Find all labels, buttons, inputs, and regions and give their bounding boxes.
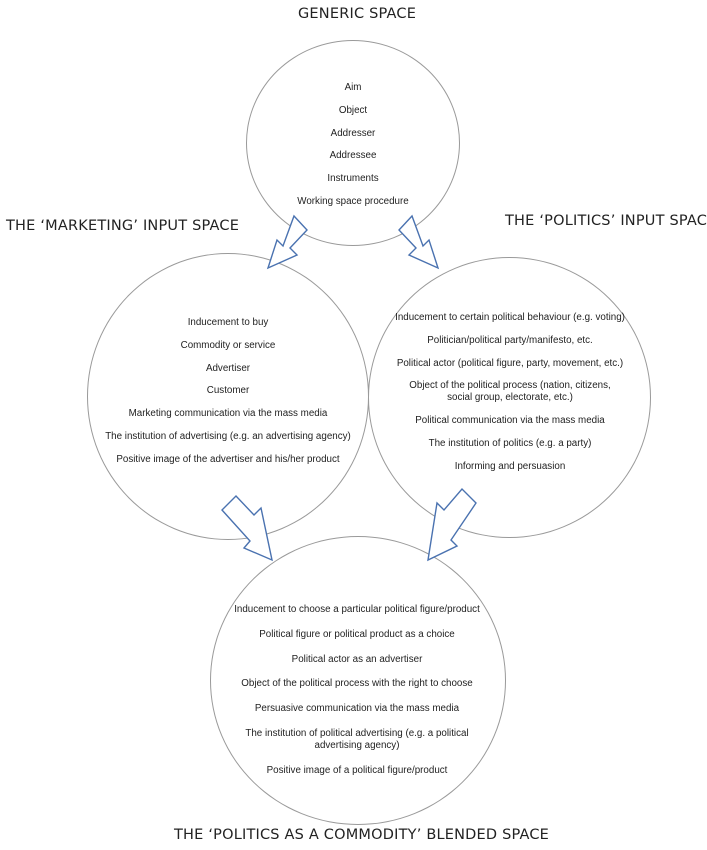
generic-space-items: Aim Object Addresser Addressee Instrumen… (278, 77, 428, 214)
marketing-space-items: Inducement to buy Commodity or service A… (90, 312, 366, 472)
marketing-item: Positive image of the advertiser and his… (116, 453, 340, 465)
generic-item: Object (338, 104, 368, 116)
arrow-generic-to-politics (398, 214, 440, 270)
blended-item: Inducement to choose a particular politi… (234, 604, 480, 615)
marketing-item: Marketing communication via the mass med… (128, 408, 328, 420)
blended-item: Persuasive communication via the mass me… (254, 703, 460, 715)
blended-space-circle (210, 536, 506, 825)
marketing-space-title: THE ‘MARKETING’ INPUT SPACE (6, 218, 240, 234)
marketing-item: Advertiser (205, 362, 251, 374)
generic-space-circle (246, 40, 460, 246)
politics-space-items: Inducement to certain political behaviou… (390, 312, 630, 473)
politics-item: Object of the political process (nation,… (409, 380, 611, 404)
blended-item: Political actor as an advertiser (291, 653, 423, 665)
arrow-generic-to-marketing (266, 214, 308, 270)
generic-item: Instruments (327, 173, 379, 185)
generic-item: Aim (344, 82, 362, 93)
marketing-item: Commodity or service (180, 339, 276, 351)
blended-item: Positive image of a political figure/pro… (266, 764, 448, 776)
blended-space-title: THE ‘POLITICS AS A COMMODITY’ BLENDED SP… (174, 827, 550, 843)
politics-item: The institution of politics (e.g. a part… (428, 437, 592, 449)
politics-item: Political communication via the mass med… (415, 415, 605, 427)
marketing-item: The institution of advertising (e.g. an … (105, 430, 351, 442)
arrow-marketing-to-blended (221, 494, 273, 562)
marketing-item: Inducement to buy (187, 317, 269, 328)
arrow-politics-to-blended (427, 487, 477, 562)
generic-item: Working space procedure (297, 195, 409, 207)
politics-item: Informing and persuasion (454, 460, 566, 472)
politics-space-circle (368, 257, 651, 538)
blended-item: Political figure or political product as… (259, 628, 455, 640)
blended-item: Object of the political process with the… (241, 678, 473, 690)
politics-space-title: THE ‘POLITICS’ INPUT SPACE (505, 213, 707, 229)
blended-item: The institution of political advertising… (245, 727, 469, 751)
politics-item: Inducement to certain political behaviou… (395, 312, 625, 323)
politics-item: Political actor (political figure, party… (396, 357, 624, 369)
generic-item: Addressee (329, 150, 377, 162)
generic-item: Addresser (330, 127, 376, 139)
generic-space-title: GENERIC SPACE (298, 6, 417, 22)
marketing-item: Customer (206, 385, 250, 397)
blended-space-items: Inducement to choose a particular politi… (222, 604, 492, 777)
politics-item: Politician/political party/manifesto, et… (427, 334, 593, 346)
